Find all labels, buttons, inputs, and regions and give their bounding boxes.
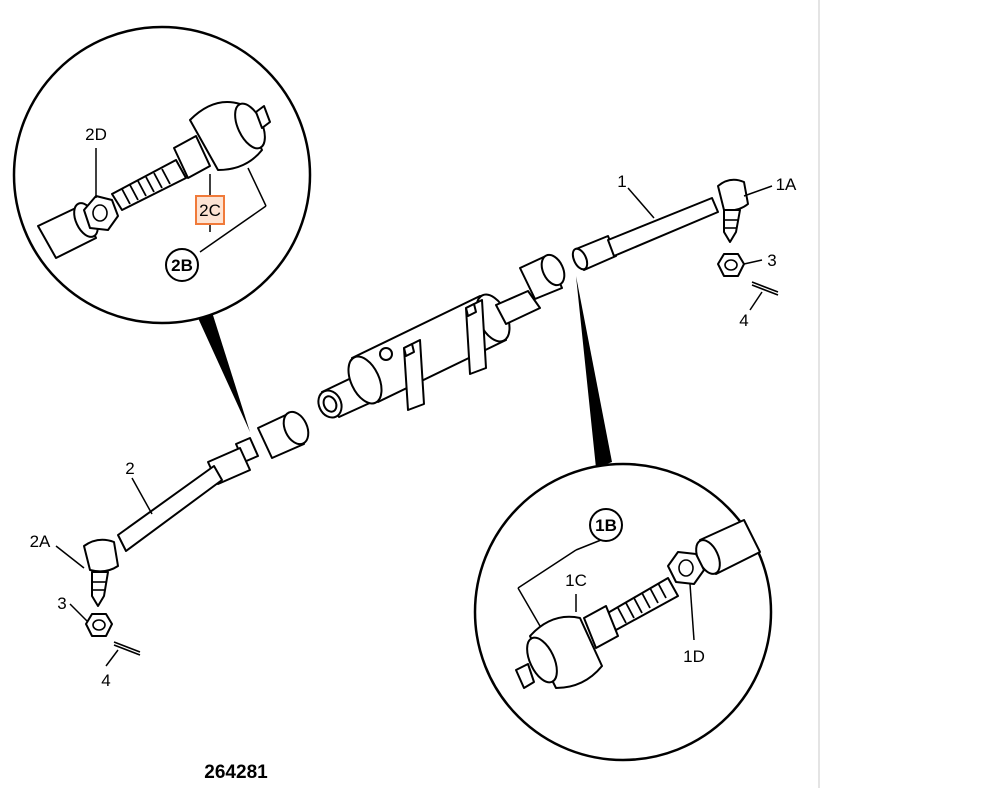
steering-cylinder	[317, 290, 541, 419]
right-callout-pointer	[576, 276, 612, 468]
callout-1A[interactable]: 1A	[776, 175, 797, 194]
callout-1C[interactable]: 1C	[565, 571, 587, 590]
callout-1D[interactable]: 1D	[683, 647, 705, 666]
callout-2C[interactable]: 2C	[199, 201, 221, 220]
drawing-number: 264281	[204, 762, 268, 783]
circle-2B	[165, 248, 199, 282]
detail-circle-left	[12, 25, 312, 325]
callout-1[interactable]: 1	[617, 172, 626, 191]
right-tie-rod	[519, 178, 779, 300]
circle-1B	[589, 508, 623, 542]
callout-4-left[interactable]: 4	[101, 671, 110, 690]
callout-3-right[interactable]: 3	[767, 251, 776, 270]
callout-2A[interactable]: 2A	[30, 532, 51, 551]
callout-4-right[interactable]: 4	[739, 311, 748, 330]
callout-3-left[interactable]: 3	[57, 594, 66, 613]
callout-2D[interactable]: 2D	[85, 125, 107, 144]
callout-2B[interactable]: 2B	[171, 256, 193, 275]
callout-2[interactable]: 2	[125, 459, 134, 478]
callout-1B[interactable]: 1B	[595, 516, 617, 535]
left-callout-pointer	[198, 312, 250, 432]
leader-lines	[55, 148, 773, 667]
left-tie-rod	[83, 410, 310, 656]
detail-circle-right	[473, 462, 773, 762]
highlight-box-2C	[195, 195, 225, 225]
